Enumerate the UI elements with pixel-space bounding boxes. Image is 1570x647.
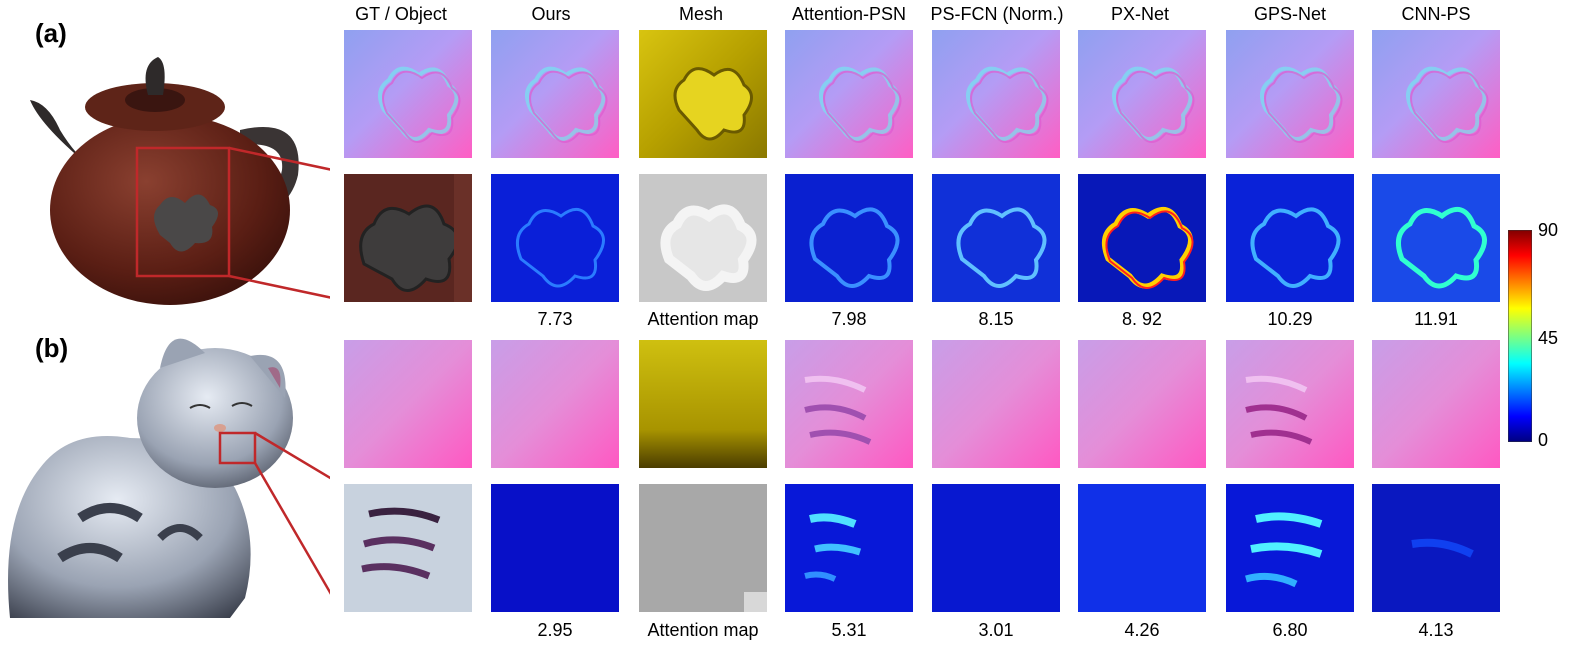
cat-gt-normal-map bbox=[344, 340, 472, 468]
cat-cnn-ps-normal-map bbox=[1372, 340, 1500, 468]
teapot-attention-psn-normal-map bbox=[785, 30, 913, 158]
col-header-attention-psn: Attention-PSN bbox=[791, 4, 907, 24]
col-header-ours: Ours bbox=[531, 4, 571, 24]
cat-metric-attention-psn: 5.31 bbox=[831, 620, 867, 640]
teapot-mesh-render bbox=[639, 30, 767, 158]
teapot-px-net-error-map bbox=[1078, 174, 1206, 302]
colorbar-tick-90: 90 bbox=[1538, 220, 1559, 240]
cat-metric-gps-net: 6.80 bbox=[1272, 620, 1308, 640]
cat-mesh-render bbox=[639, 340, 767, 468]
teapot-metric-mesh-label: Attention map bbox=[647, 309, 759, 329]
cat-attention-map bbox=[639, 484, 767, 612]
cat-gps-net-error-map bbox=[1226, 484, 1354, 612]
teapot-object-image bbox=[0, 45, 343, 335]
col-header-gt-object: GT / Object bbox=[355, 4, 447, 24]
teapot-ps-fcn-error-map bbox=[932, 174, 1060, 302]
cat-zoomed-object-crop bbox=[344, 484, 472, 612]
error-colorbar bbox=[1507, 229, 1533, 443]
teapot-metric-gps-net: 10.29 bbox=[1267, 309, 1313, 329]
teapot-attention-psn-error-map bbox=[785, 174, 913, 302]
teapot-metric-ps-fcn: 8.15 bbox=[978, 309, 1014, 329]
teapot-attention-map bbox=[639, 174, 767, 302]
cat-ps-fcn-normal-map bbox=[932, 340, 1060, 468]
panel-label-a: (a) bbox=[35, 18, 67, 48]
teapot-cnn-ps-error-map bbox=[1372, 174, 1500, 302]
cat-metric-px-net: 4.26 bbox=[1124, 620, 1160, 640]
teapot-ours-error-map bbox=[491, 174, 619, 302]
cat-cnn-ps-error-map bbox=[1372, 484, 1500, 612]
teapot-zoomed-object-crop bbox=[344, 174, 472, 302]
teapot-metric-cnn-ps: 11.91 bbox=[1414, 309, 1458, 329]
col-header-cnn-ps: CNN-PS bbox=[1401, 4, 1471, 24]
cat-px-net-normal-map bbox=[1078, 340, 1206, 468]
teapot-gt-normal-map bbox=[344, 30, 472, 158]
cat-attention-psn-normal-map bbox=[785, 340, 913, 468]
colorbar-tick-0: 0 bbox=[1538, 430, 1549, 450]
cat-attention-psn-error-map bbox=[785, 484, 913, 612]
cat-px-net-error-map bbox=[1078, 484, 1206, 612]
cat-ours-normal-map bbox=[491, 340, 619, 468]
teapot-metric-px-net: 8. 92 bbox=[1121, 309, 1163, 329]
teapot-metric-ours: 7.73 bbox=[537, 309, 573, 329]
teapot-ours-normal-map bbox=[491, 30, 619, 158]
teapot-ps-fcn-normal-map bbox=[932, 30, 1060, 158]
teapot-gps-net-normal-map bbox=[1226, 30, 1354, 158]
cat-gps-net-normal-map bbox=[1226, 340, 1354, 468]
cat-metric-cnn-ps: 4.13 bbox=[1418, 620, 1454, 640]
col-header-ps-fcn: PS-FCN (Norm.) bbox=[930, 4, 1064, 24]
cat-ps-fcn-error-map bbox=[932, 484, 1060, 612]
teapot-px-net-normal-map bbox=[1078, 30, 1206, 158]
cat-metric-mesh-label: Attention map bbox=[647, 620, 759, 640]
col-header-px-net: PX-Net bbox=[1110, 4, 1170, 24]
cat-object-image bbox=[0, 318, 344, 618]
col-header-gps-net: GPS-Net bbox=[1253, 4, 1327, 24]
col-header-mesh: Mesh bbox=[678, 4, 723, 24]
teapot-metric-attention-psn: 7.98 bbox=[831, 309, 867, 329]
teapot-gps-net-error-map bbox=[1226, 174, 1354, 302]
panel-label-b: (b) bbox=[35, 333, 69, 363]
cat-ours-error-map bbox=[491, 484, 619, 612]
cat-metric-ps-fcn: 3.01 bbox=[978, 620, 1014, 640]
colorbar-tick-45: 45 bbox=[1538, 328, 1559, 348]
cat-metric-ours: 2.95 bbox=[537, 620, 573, 640]
teapot-cnn-ps-normal-map bbox=[1372, 30, 1500, 158]
